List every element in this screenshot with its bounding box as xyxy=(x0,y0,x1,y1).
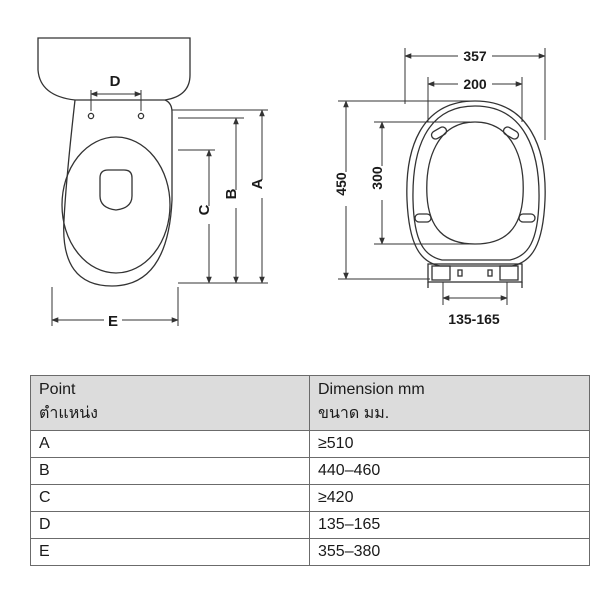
label-c: C xyxy=(196,204,213,215)
table-row: D 135–165 xyxy=(30,511,590,539)
bumper-top-left xyxy=(430,126,448,140)
fixing-hole-left xyxy=(87,112,95,120)
label-hinge-135-165: 135-165 xyxy=(448,311,500,327)
bumper-bottom-right xyxy=(518,213,536,223)
cell-dimension: ≥420 xyxy=(309,484,590,512)
label-height-300: 300 xyxy=(369,166,385,190)
hinge-bar xyxy=(427,263,523,283)
seat-outer-rim xyxy=(412,105,540,261)
label-e: E xyxy=(108,313,118,330)
toilet-dimension-diagram: D C B A E xyxy=(37,37,546,330)
header-point-en: Point xyxy=(39,381,76,398)
label-width-200: 200 xyxy=(463,76,487,92)
header-dimension-th: ขนาด มม. xyxy=(318,405,390,422)
header-dimension: Dimension mm ขนาด มม. xyxy=(309,375,590,431)
table-row: B 440–460 xyxy=(30,457,590,485)
header-point: Point ตำแหน่ง xyxy=(30,375,310,431)
label-b: B xyxy=(223,188,240,199)
cell-dimension: 440–460 xyxy=(309,457,590,485)
label-a: A xyxy=(249,178,266,189)
cell-dimension: 135–165 xyxy=(309,511,590,539)
cell-point: B xyxy=(30,457,310,485)
cell-point: A xyxy=(30,430,310,458)
cistern-tank xyxy=(37,37,191,101)
seat-outer-outline xyxy=(406,100,546,267)
table-row: C ≥420 xyxy=(30,484,590,512)
cell-dimension: 355–380 xyxy=(309,538,590,566)
bumper-bottom-left xyxy=(414,213,432,223)
cell-point: D xyxy=(30,511,310,539)
cell-point: C xyxy=(30,484,310,512)
bowl-opening xyxy=(61,136,171,274)
hinge-left xyxy=(431,265,451,281)
table-header-row: Point ตำแหน่ง Dimension mm ขนาด มม. xyxy=(30,375,590,431)
table-row: A ≥510 xyxy=(30,430,590,458)
outlet-hole xyxy=(99,169,133,211)
dimension-table: Point ตำแหน่ง Dimension mm ขนาด มม. A ≥5… xyxy=(30,375,590,566)
cell-point: E xyxy=(30,538,310,566)
label-width-357: 357 xyxy=(463,48,487,64)
table-row: E 355–380 xyxy=(30,538,590,566)
seat-top-view xyxy=(406,100,546,288)
bowl-outline xyxy=(63,99,173,287)
header-point-th: ตำแหน่ง xyxy=(39,405,98,422)
label-height-450: 450 xyxy=(333,172,349,196)
bumper-top-right xyxy=(502,126,520,140)
header-dimension-en: Dimension mm xyxy=(318,381,425,398)
label-d: D xyxy=(110,73,121,90)
cell-dimension: ≥510 xyxy=(309,430,590,458)
hinge-right xyxy=(499,265,519,281)
seat-opening xyxy=(426,121,524,245)
front-view xyxy=(37,37,191,287)
fixing-hole-right xyxy=(137,112,145,120)
